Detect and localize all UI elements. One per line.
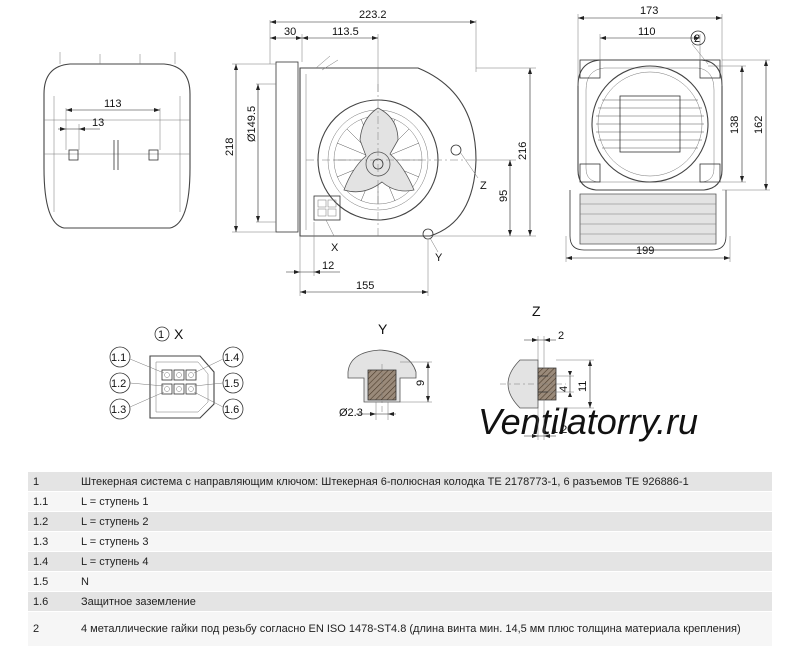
legend-num: 1.5	[28, 571, 76, 592]
front-dim-12: 12	[322, 260, 334, 272]
marker-z: Z	[480, 180, 487, 192]
legend-desc: L = ступень 2	[76, 511, 772, 532]
detail-y: Y 9 Ø2.3	[339, 321, 432, 420]
marker-x: X	[331, 242, 339, 254]
detail-z-dim-11: 11	[577, 381, 589, 392]
front-dim-30: 30	[284, 26, 296, 38]
legend-desc: L = ступень 4	[76, 551, 772, 572]
legend-num: 1.1	[28, 491, 76, 512]
right-dim-173: 173	[640, 5, 658, 17]
detail-y-dim-d2-3: Ø2.3	[339, 407, 363, 419]
front-dim-95: 95	[498, 190, 510, 202]
legend-num: 1.2	[28, 511, 76, 532]
legend-desc: 4 металлические гайки под резьбу согласн…	[76, 611, 772, 647]
pin-1-5: 1.5	[224, 378, 239, 390]
technical-drawing: Ventilatorry.ru 113 13	[43, 5, 770, 442]
front-dim-diameter: Ø149.5	[246, 106, 258, 142]
detail-z: Z 2 4 11 1.2	[500, 303, 594, 440]
right-view: 173 110 2 138 162 199	[565, 5, 770, 262]
right-callout-2: 2	[694, 33, 700, 45]
detail-y-dim-9: 9	[415, 380, 427, 386]
marker-y: Y	[435, 252, 443, 264]
detail-x-title: X	[174, 326, 184, 342]
legend-desc: L = ступень 1	[76, 491, 772, 512]
right-dim-199: 199	[636, 245, 654, 257]
front-dim-218: 218	[224, 138, 236, 156]
watermark: Ventilatorry.ru	[478, 401, 698, 442]
legend-num: 1	[28, 472, 76, 492]
detail-x-callout: 1	[158, 329, 164, 341]
left-view: 113 13	[43, 52, 191, 229]
legend-num: 2	[28, 611, 76, 647]
front-dim-113-5: 113.5	[332, 26, 359, 38]
pin-1-4: 1.4	[224, 352, 239, 364]
left-dim-113: 113	[104, 98, 122, 110]
right-dim-138: 138	[729, 116, 741, 134]
detail-x: 1 X 1.1 1.2 1.3 1.4	[109, 326, 244, 420]
detail-z-dim-1-2: 1.2	[552, 424, 567, 436]
legend-num: 1.4	[28, 551, 76, 572]
right-dim-110: 110	[638, 26, 656, 38]
front-dim-216: 216	[517, 142, 529, 160]
legend-num: 1.3	[28, 531, 76, 552]
pin-1-3: 1.3	[111, 404, 126, 416]
detail-z-dim-2: 2	[558, 330, 564, 342]
detail-y-title: Y	[378, 321, 388, 337]
left-dim-13: 13	[92, 117, 104, 129]
detail-z-title: Z	[532, 303, 541, 319]
detail-z-dim-4: 4	[558, 386, 570, 392]
front-dim-223-2: 223.2	[359, 9, 387, 21]
legend-desc: N	[76, 571, 772, 592]
pin-1-1: 1.1	[111, 352, 126, 364]
legend-desc: Штекерная система с направляющим ключом:…	[76, 472, 772, 492]
pin-1-2: 1.2	[111, 378, 126, 390]
front-view: 223.2 30 113.5 Ø149.5 218 216	[224, 9, 536, 296]
legend-desc: Защитное заземление	[76, 591, 772, 612]
pin-1-6: 1.6	[224, 404, 239, 416]
right-dim-162: 162	[753, 116, 765, 134]
front-dim-155: 155	[356, 280, 374, 292]
legend-num: 1.6	[28, 591, 76, 612]
legend-desc: L = ступень 3	[76, 531, 772, 552]
